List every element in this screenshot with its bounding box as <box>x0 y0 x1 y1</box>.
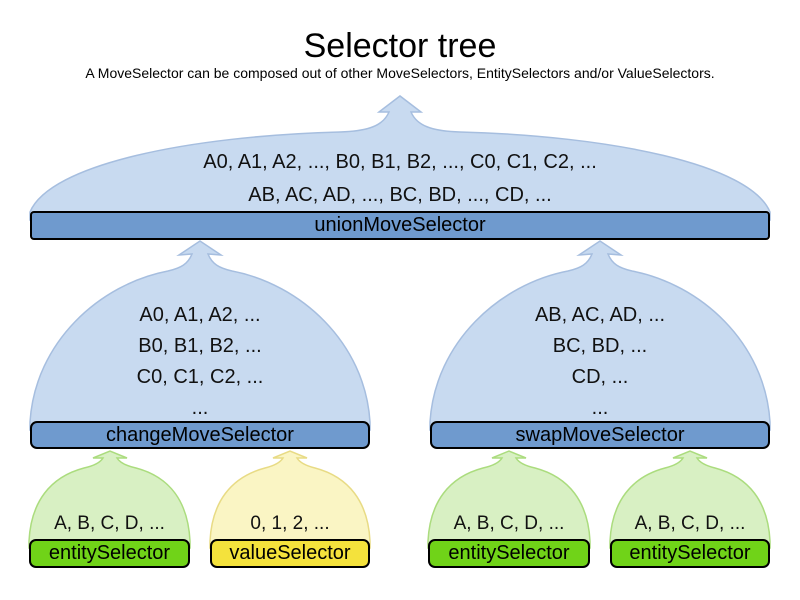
change-funnel-shape <box>29 240 371 431</box>
union-funnel-content: A0, A1, A2, ..., B0, B1, B2, ..., C0, C1… <box>30 146 770 212</box>
entity-selector-bar-2: entitySelector <box>428 539 590 568</box>
entity-funnel-3-shape <box>609 450 771 549</box>
change-funnel-line: A0, A1, A2, ... <box>139 304 261 326</box>
swap-funnel-line: BC, BD, ... <box>552 335 648 357</box>
swap-move-selector-bar: swapMoveSelector <box>430 421 770 449</box>
union-move-selector-bar: unionMoveSelector <box>30 211 770 240</box>
change-funnel-line: ... <box>191 397 209 419</box>
union-funnel-line: A0, A1, A2, ..., B0, B1, B2, ..., C0, C1… <box>203 151 597 173</box>
union-funnel-shape <box>29 95 771 221</box>
change-funnel-line: C0, C1, C2, ... <box>136 366 264 388</box>
entity-funnel-3-content: A, B, C, D, ... <box>634 513 746 534</box>
entity-selector-bar-3: entitySelector <box>610 539 770 568</box>
entity-funnel-1-content: A, B, C, D, ... <box>54 513 165 534</box>
swap-funnel-line: ... <box>591 397 609 419</box>
swap-funnel-shape <box>429 240 771 431</box>
swap-funnel-line: CD, ... <box>571 366 629 388</box>
change-move-selector-bar: changeMoveSelector <box>30 421 370 449</box>
entity-selector-bar-1: entitySelector <box>29 539 190 568</box>
value-funnel-content: 0, 1, 2, ... <box>250 513 330 534</box>
entity-funnel-2-shape <box>427 450 591 549</box>
diagram-subtitle: A MoveSelector can be composed out of ot… <box>85 65 715 81</box>
value-funnel-shape <box>209 450 371 549</box>
change-funnel-content: A0, A1, A2, ... B0, B1, B2, ... C0, C1, … <box>30 300 370 424</box>
union-funnel-line: AB, AC, AD, ..., BC, BD, ..., CD, ... <box>248 184 552 206</box>
swap-funnel-line: AB, AC, AD, ... <box>534 304 666 326</box>
change-funnel-line: B0, B1, B2, ... <box>138 335 262 357</box>
entity-funnel-2-content: A, B, C, D, ... <box>453 513 565 534</box>
value-selector-bar: valueSelector <box>210 539 370 568</box>
swap-funnel-content: AB, AC, AD, ... BC, BD, ... CD, ... ... <box>430 300 770 424</box>
entity-funnel-1-shape <box>28 450 191 549</box>
diagram-title: Selector tree <box>303 27 497 65</box>
